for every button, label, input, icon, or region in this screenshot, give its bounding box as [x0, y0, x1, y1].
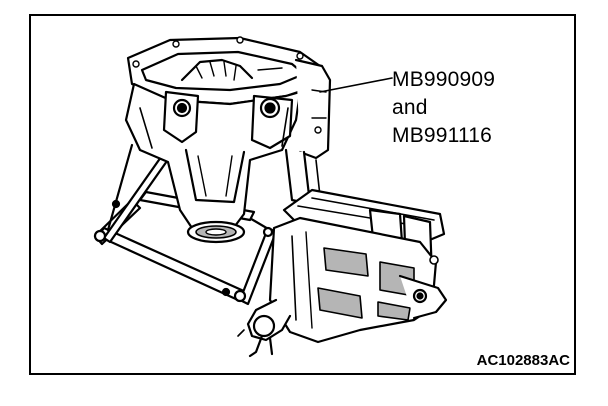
differential-carrier: [124, 36, 332, 244]
callout-leader-line: [319, 77, 393, 93]
tool-number-1: MB990909: [392, 68, 496, 91]
bench-vise: [237, 188, 448, 358]
callout-conjunction: and: [392, 96, 428, 119]
figure-code: AC102883AC: [476, 352, 570, 369]
tool-number-2: MB991116: [392, 124, 493, 147]
tool-callout: MB990909 and MB991116: [392, 66, 495, 150]
